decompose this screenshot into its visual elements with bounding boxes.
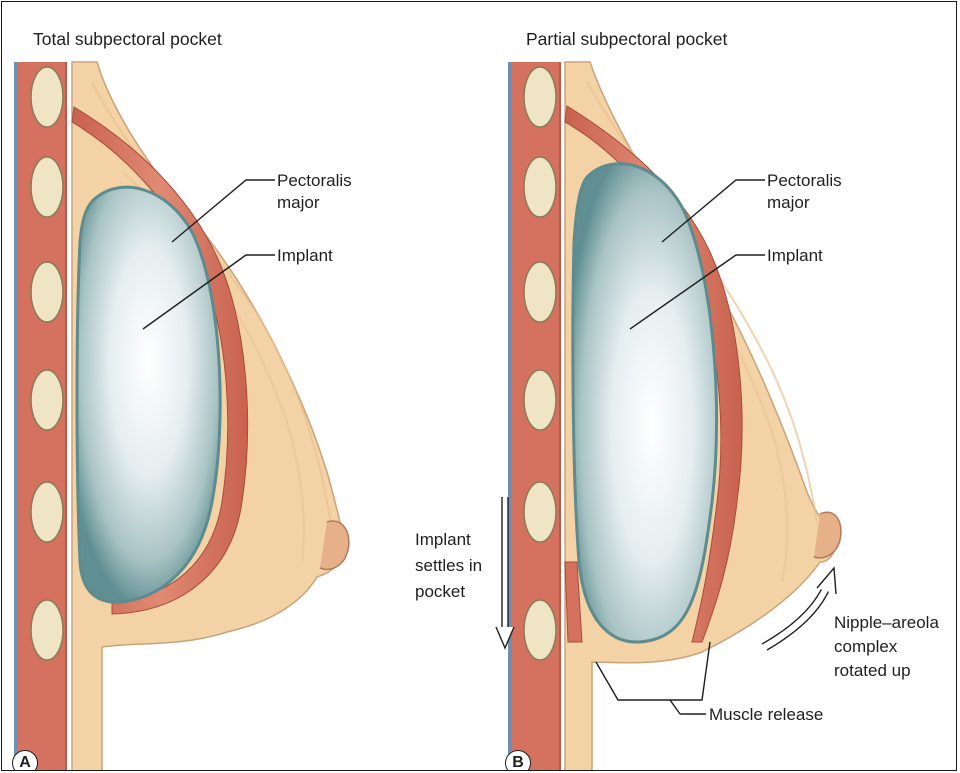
label-nipple-line3: rotated up <box>834 660 911 681</box>
implant-a <box>77 187 220 602</box>
panel-b-title: Partial subpectoral pocket <box>526 29 727 50</box>
label-pectoralis-b-line1: Pectoralis <box>767 170 842 191</box>
label-settles-line2: settles in <box>415 555 482 576</box>
label-pectoralis-b-line2: major <box>767 192 810 213</box>
label-implant-a: Implant <box>277 245 333 266</box>
panel-a-letter: A <box>12 750 38 771</box>
label-settles-line3: pocket <box>415 581 465 602</box>
label-pectoralis-a-line1: Pectoralis <box>277 170 352 191</box>
label-implant-b: Implant <box>767 245 823 266</box>
label-pectoralis-a-line2: major <box>277 192 320 213</box>
label-nipple-line2: complex <box>834 636 897 657</box>
panel-b-letter: B <box>505 750 531 771</box>
panel-a-title: Total subpectoral pocket <box>33 29 222 50</box>
panel-a-drawing <box>16 62 349 771</box>
label-settles-line1: Implant <box>415 529 471 550</box>
label-nipple-line1: Nipple–areola <box>834 612 939 633</box>
label-muscle-release: Muscle release <box>709 704 823 725</box>
panel-b-drawing <box>496 62 841 771</box>
